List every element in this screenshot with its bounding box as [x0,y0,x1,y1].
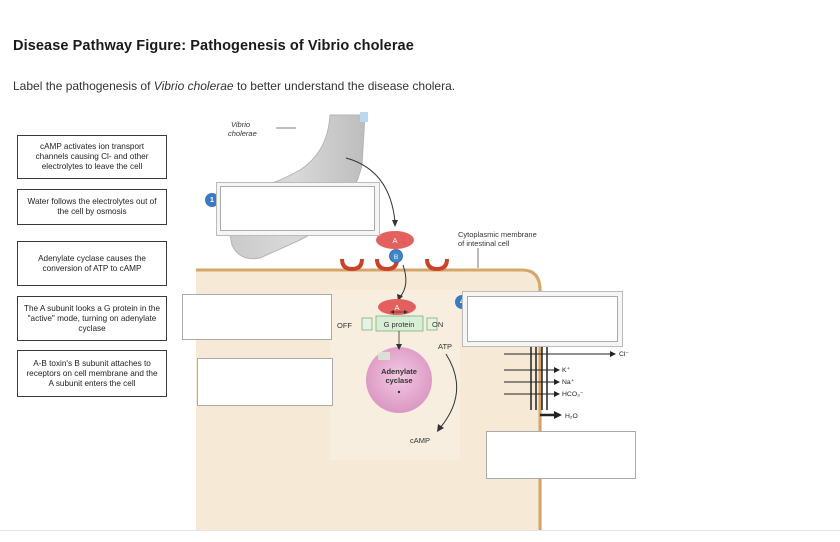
svg-text:A: A [392,236,397,245]
step-badge-1: 1 [205,193,219,207]
receptor-middle [375,259,399,271]
label-card-camp-activates[interactable]: cAMP activates ion transport channels ca… [17,135,167,179]
drop-zone-3[interactable] [197,358,333,406]
svg-text:cholerae: cholerae [228,129,257,138]
membrane-label: Cytoplasmic membrane [458,230,537,239]
on-label: ON [432,320,443,329]
label-card-ab-toxin[interactable]: A-B toxin's B subunit attaches to recept… [17,350,167,397]
atp-label: ATP [438,342,452,351]
drop-zone-1[interactable] [220,186,375,231]
svg-text:B: B [394,254,398,261]
h2o-label: H₂O [565,413,578,420]
drop-zone-2[interactable] [182,294,332,340]
label-card-adenylate-cyclase[interactable]: Adenylate cyclase causes the conversion … [17,241,167,286]
svg-text:of intestinal cell: of intestinal cell [458,239,510,248]
adenylate-cyclase [366,347,432,413]
drop-zone-5[interactable] [486,431,636,479]
footer-divider [0,530,840,531]
svg-text:Adenylate: Adenylate [381,367,417,376]
toxin-b-subunit [389,249,403,263]
toxin-a-subunit-inside [378,299,416,315]
label-card-water-follows[interactable]: Water follows the electrolytes out of th… [17,189,167,225]
svg-text:A: A [394,303,399,312]
label-card-a-subunit[interactable]: The A subunit looks a G protein in the "… [17,296,167,341]
receptor-left [340,259,364,271]
camp-label: cAMP [410,436,430,445]
ion-channels [530,342,548,410]
vibrio-label: Vibrio [231,120,250,129]
instructions: Label the pathogenesis of Vibrio cholera… [13,79,456,93]
g-protein [375,315,424,332]
drop-zone-4[interactable] [467,296,618,342]
svg-text:G protein: G protein [384,320,415,329]
toxin-a-subunit-outside [376,231,414,249]
svg-text:cyclase: cyclase [385,376,412,385]
receptor-right [425,259,449,271]
cell-membrane [196,268,542,530]
hco3-label: HCO₃⁻ [562,391,584,398]
off-label: OFF [337,321,352,330]
page-title: Disease Pathway Figure: Pathogenesis of … [13,38,414,54]
k-label: K⁺ [562,367,571,374]
na-label: Na⁺ [562,379,575,386]
cl-label: Cl⁻ [619,351,629,358]
